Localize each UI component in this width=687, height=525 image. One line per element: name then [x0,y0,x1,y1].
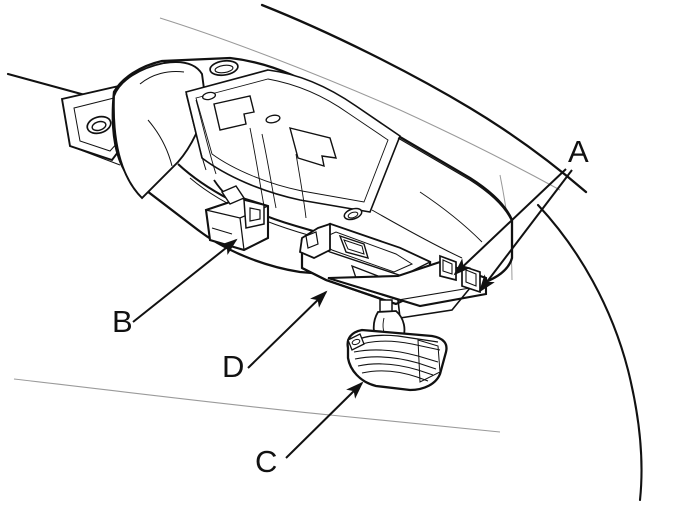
lens-rib-4 [361,370,429,382]
leader-line-d [247,290,328,369]
visor-left-cap-fold [139,70,185,85]
housing-bottom-edge [301,267,397,306]
visor-boss-small-a [201,91,217,101]
callout-label-a: A [568,134,589,169]
visor-left-cap-crease [147,119,173,167]
lens-rib-2 [354,356,437,370]
lens-right-facet [417,339,441,383]
visor-boss-small-c-inner [347,211,359,219]
housing-left-hook-notch [305,231,319,249]
visor-boss-small-b [265,114,281,124]
leader-line-a-2 [478,169,573,293]
lens-left-tab-hole [351,338,361,346]
mounting-clip-left-tab [442,259,453,275]
callout-label-c: C [255,444,277,479]
lens-rib-3 [357,363,434,376]
callout-labels: A B C D [112,134,589,479]
lens-outer-shell [346,328,448,392]
visor-crease-1 [185,93,207,171]
lens-rib-1 [353,349,439,363]
visor-right-panel-fold [371,209,463,259]
connector-body-edge [239,217,245,251]
roof-edge-line [260,3,588,194]
housing-flange-drop [397,287,471,319]
visor-crease-2 [195,99,217,175]
callout-leaders [132,168,573,459]
headliner-seam-line [159,17,561,191]
leader-line-b [132,238,238,323]
lens-cover [346,328,448,392]
visor-slot-left [213,95,255,131]
visor-body [111,56,514,288]
bracket-lower-edge [69,145,121,166]
housing-top-inner [316,231,414,273]
visor-crease-3 [249,127,265,207]
connector-latch-slot [249,207,261,222]
lower-trim-line [13,378,501,433]
visor-top-boss-inner [214,64,234,74]
housing-switch-rocker [343,239,365,255]
connector-neck [220,185,246,205]
leader-line-a-1 [453,168,567,276]
visor-right-panel-fold-2 [419,191,483,243]
visor-recess-inner [195,78,389,203]
connector-face-detail [211,227,233,235]
bulb-base-stem [379,299,393,313]
visor-crease-4 [261,133,277,209]
harness-connector [204,179,270,252]
callout-label-b: B [112,304,133,339]
leader-line-c [285,381,364,459]
visor-crease-5 [295,153,307,219]
bracket-eyelet-inner [91,120,107,132]
callout-label-d: D [222,349,244,384]
windshield-pillar-curve [536,203,643,502]
visor-slot-right [289,127,337,168]
